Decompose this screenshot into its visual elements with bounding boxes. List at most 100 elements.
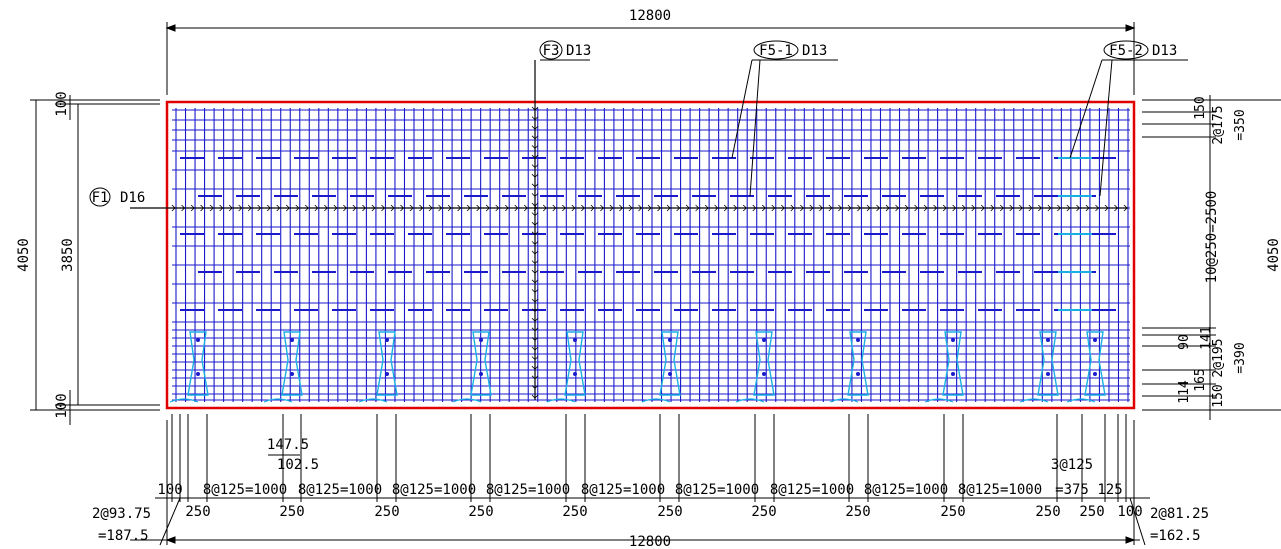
shear-dot	[290, 338, 294, 342]
shear-loop	[187, 331, 209, 396]
f1-arrow	[590, 204, 595, 212]
f3-arrow	[531, 356, 539, 361]
bottom-250-label: 250	[279, 504, 304, 520]
f1-arrow	[609, 204, 614, 212]
f3-arrow	[531, 106, 539, 111]
spacing-label: 8@125=1000	[298, 482, 382, 498]
f1-arrow	[257, 204, 262, 212]
f1-arrow	[904, 204, 909, 212]
f1-arrow	[619, 204, 624, 212]
small-dim-a: 147.5	[267, 437, 309, 453]
f1-arrow	[352, 204, 357, 212]
f3-arrow	[531, 173, 539, 178]
shear-hook	[169, 398, 199, 403]
label-f1-bar: D16	[120, 190, 145, 206]
bottom-100-left: 100	[157, 482, 182, 498]
bottom-250-label: 250	[374, 504, 399, 520]
bottom-dimension-lines	[130, 420, 1150, 546]
bottom-250-label: 250	[562, 504, 587, 520]
f1-arrow	[266, 204, 271, 212]
f3-arrow	[531, 260, 539, 265]
f1-arrow	[181, 204, 186, 212]
f1-arrow	[800, 204, 804, 212]
f1-arrow	[485, 204, 490, 212]
shear-dot	[668, 338, 672, 342]
f1-arrow	[295, 204, 300, 212]
bottom-250-label: 250	[468, 504, 493, 520]
f1-arrow	[723, 204, 728, 212]
shear-hook	[924, 398, 954, 403]
f1-arrow	[419, 204, 424, 212]
f1-arrow	[914, 204, 919, 212]
spacing-label: 8@125=1000	[958, 482, 1042, 498]
shear-dot	[1046, 338, 1050, 342]
bottom-250-label: 250	[1035, 504, 1060, 520]
f1-arrow	[1066, 204, 1071, 212]
shear-dot	[573, 372, 577, 376]
shear-hook	[641, 398, 671, 403]
f3-arrow	[531, 346, 539, 351]
f1-arrow	[523, 204, 528, 212]
f1-arrow	[961, 204, 966, 212]
f1-arrow	[476, 204, 481, 212]
shear-dot	[1093, 372, 1097, 376]
bottom-250-label: 250	[751, 504, 776, 520]
f1-arrow	[1018, 204, 1023, 212]
f1-arrow	[504, 204, 509, 212]
shear-loop	[564, 331, 586, 396]
f3-arrow	[531, 221, 539, 226]
f1-arrow	[1114, 204, 1119, 212]
f3-arrow	[531, 337, 539, 341]
f1-arrow	[685, 204, 690, 212]
label-f5-2-mark: F5-2	[1109, 43, 1143, 59]
f1-arrow	[333, 204, 338, 212]
f1-arrow	[1104, 204, 1109, 212]
bottom-250-label: 250	[185, 504, 210, 520]
f1-arrow	[209, 204, 214, 212]
shear-dot	[951, 372, 955, 376]
f3-arrows	[531, 106, 539, 399]
label-f5-1: F5-1 D13	[731, 40, 838, 197]
f1-arrow	[1047, 204, 1052, 212]
bottom-125: 125	[1097, 482, 1122, 498]
f1-arrow	[600, 204, 604, 212]
f1-arrow	[990, 204, 995, 212]
shear-loop	[376, 331, 398, 396]
label-f5-1-mark: F5-1	[759, 43, 793, 59]
small-dim-b: 102.5	[277, 457, 319, 473]
right-mid-dim: 10@250=2500	[1204, 191, 1220, 284]
f1-arrow	[761, 204, 766, 212]
f1-arrow	[695, 204, 700, 212]
vertical-rebars	[175, 108, 1129, 402]
f1-arrow	[1057, 204, 1061, 212]
right-bot-c: 165	[1193, 368, 1208, 391]
shear-dot	[856, 338, 860, 342]
bottom-total-dim: 12800	[629, 534, 671, 549]
f3-arrow	[531, 279, 539, 284]
f1-arrow	[780, 204, 785, 212]
f1-arrow	[562, 204, 566, 212]
f1-arrow	[276, 204, 281, 212]
f3-arrow	[531, 289, 539, 293]
f1-arrow	[704, 204, 709, 212]
f1-arrow	[304, 204, 309, 212]
left-edge-b: =187.5	[98, 528, 149, 544]
shear-hook	[358, 398, 388, 403]
f1-arrow	[819, 204, 823, 212]
three-at-dim: 3@125	[1051, 457, 1093, 473]
f3-arrow	[531, 375, 539, 380]
f1-arrow	[247, 204, 252, 212]
bottom-dimension-ticks	[171, 414, 1127, 502]
f1-arrow	[1095, 204, 1100, 212]
shear-dot	[290, 372, 294, 376]
left-edge-a: 2@93.75	[92, 506, 151, 522]
f1-arrow	[514, 204, 519, 212]
shear-hook	[1019, 398, 1049, 403]
right-bot-e: =390	[1233, 342, 1248, 373]
shear-dot	[196, 372, 200, 376]
f1-arrow	[1028, 204, 1033, 212]
label-f5-2: F5-2 D13	[1069, 40, 1188, 197]
f1-arrow	[876, 204, 881, 212]
shear-loop	[1084, 331, 1106, 396]
